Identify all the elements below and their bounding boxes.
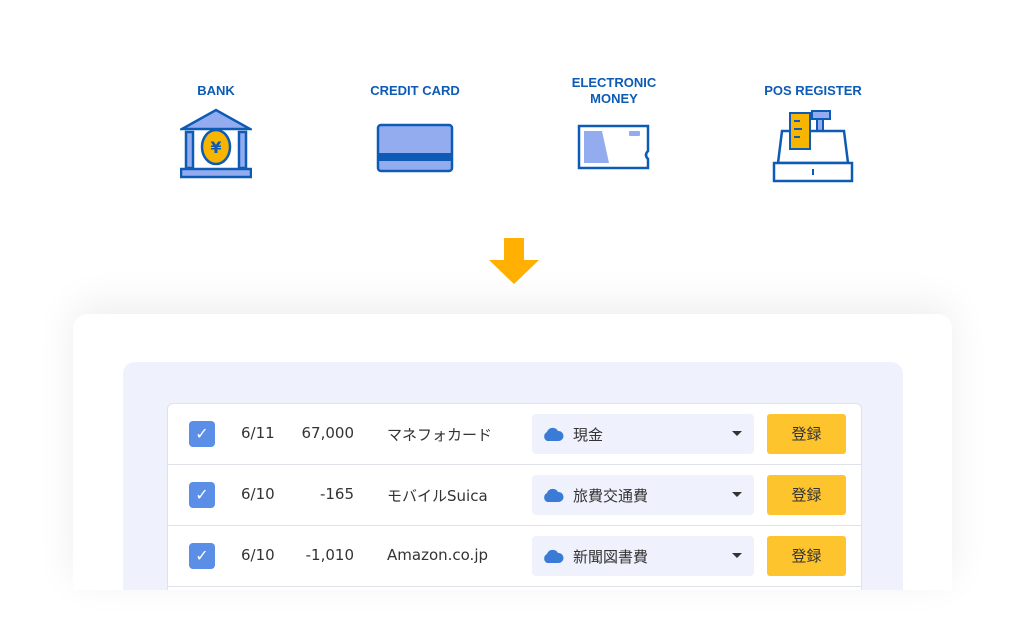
source-electronic-money: ELECTRONIC MONEY xyxy=(534,75,694,170)
transactions-table: ✓ 6/11 67,000 マネフォカード 現金 登録 ✓ 6/10 -165 … xyxy=(167,403,862,590)
cloud-icon xyxy=(544,427,564,441)
category-select[interactable]: 新聞図書費 xyxy=(532,536,754,576)
category-value: 旅費交通費 xyxy=(573,487,649,505)
row-checkbox[interactable]: ✓ xyxy=(189,421,215,447)
row-payee: モバイルSuica xyxy=(387,487,488,505)
chevron-down-icon xyxy=(732,492,742,497)
table-row: ✓ 6/10 -1,010 Amazon.co.jp 新聞図書費 登録 xyxy=(168,526,861,587)
row-date: 6/11 xyxy=(241,424,275,442)
source-label: MONEY xyxy=(590,91,638,106)
pos-register-icon xyxy=(772,110,854,183)
row-amount: -165 xyxy=(319,485,354,503)
down-arrow-icon xyxy=(489,238,539,284)
source-label: CREDIT CARD xyxy=(370,83,460,98)
row-payee: マネフォカード xyxy=(387,426,493,444)
transactions-card: ✓ 6/11 67,000 マネフォカード 現金 登録 ✓ 6/10 -165 … xyxy=(73,314,952,590)
category-select[interactable]: 旅費交通費 xyxy=(532,475,754,515)
credit-card-icon xyxy=(376,123,454,173)
category-value: 新聞図書費 xyxy=(573,548,649,566)
source-pos-register: POS REGISTER xyxy=(733,83,893,183)
cloud-icon xyxy=(544,488,564,502)
table-row: ✓ 6/11 67,000 マネフォカード 現金 登録 xyxy=(168,404,861,465)
row-amount: -1,010 xyxy=(305,546,354,564)
chevron-down-icon xyxy=(732,553,742,558)
row-checkbox[interactable]: ✓ xyxy=(189,543,215,569)
ic-card-icon xyxy=(577,124,650,170)
register-button[interactable]: 登録 xyxy=(767,475,846,515)
svg-text:¥: ¥ xyxy=(210,138,221,157)
chevron-down-icon xyxy=(732,431,742,436)
cloud-icon xyxy=(544,549,564,563)
bank-icon: ¥ xyxy=(180,108,252,179)
source-bank: BANK ¥ xyxy=(136,83,296,179)
source-label: POS REGISTER xyxy=(764,83,862,98)
row-amount: 67,000 xyxy=(301,424,355,442)
source-label: BANK xyxy=(197,83,235,98)
row-date: 6/10 xyxy=(241,485,275,503)
register-button[interactable]: 登録 xyxy=(767,536,846,576)
table-row: ✓ 6/10 -165 モバイルSuica 旅費交通費 登録 xyxy=(168,465,861,526)
row-date: 6/10 xyxy=(241,546,275,564)
category-value: 現金 xyxy=(573,426,604,444)
row-payee: Amazon.co.jp xyxy=(387,546,489,564)
source-credit-card: CREDIT CARD xyxy=(335,83,495,173)
register-button[interactable]: 登録 xyxy=(767,414,846,454)
category-select[interactable]: 現金 xyxy=(532,414,754,454)
row-checkbox[interactable]: ✓ xyxy=(189,482,215,508)
source-label: ELECTRONIC xyxy=(571,75,657,90)
transactions-panel: ✓ 6/11 67,000 マネフォカード 現金 登録 ✓ 6/10 -165 … xyxy=(123,362,903,590)
